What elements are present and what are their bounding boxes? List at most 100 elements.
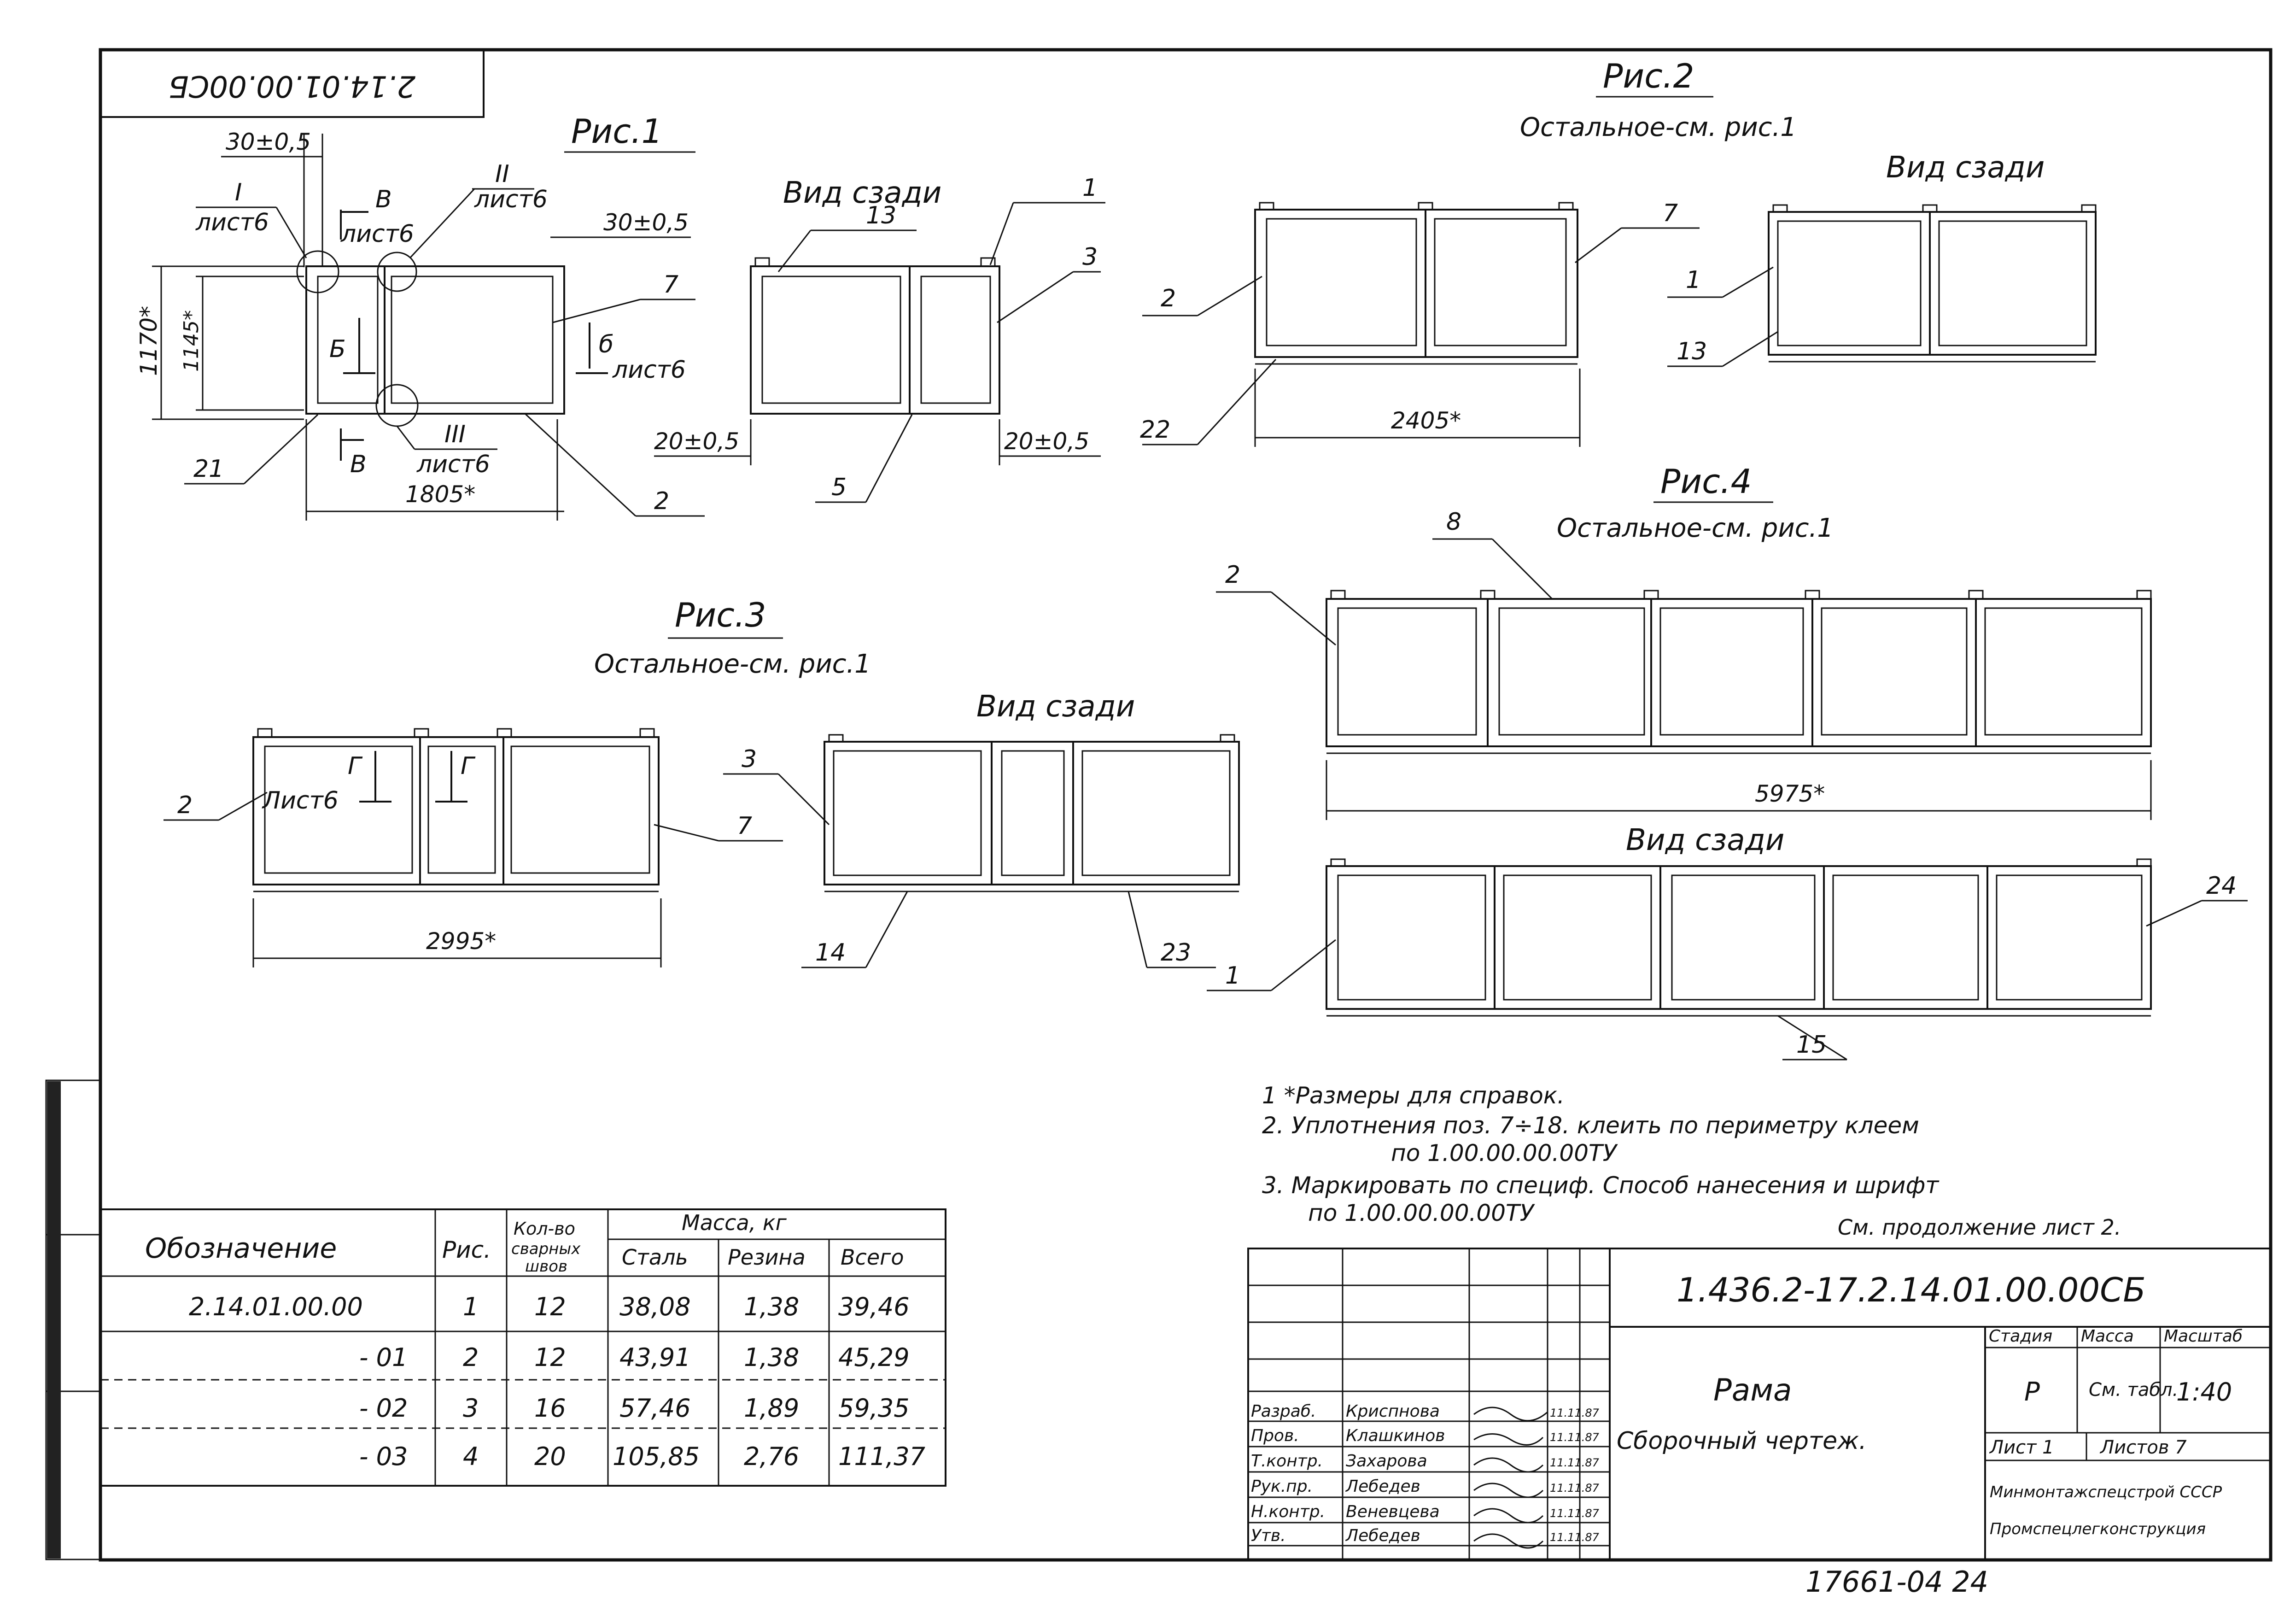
fig1-dim-0: 30±0,5: [226, 129, 311, 155]
fig3-sec-0: Лист6: [262, 787, 339, 815]
svg-text:1,38: 1,38: [744, 1343, 799, 1372]
svg-text:11.11.87: 11.11.87: [1550, 1482, 1600, 1495]
svg-text:- 03: - 03: [359, 1442, 408, 1471]
fig2-back-frame: [1768, 204, 2097, 363]
fig4-back-callout-1: 1: [1225, 962, 1240, 990]
svg-text:11.11.87: 11.11.87: [1550, 1407, 1600, 1419]
mass-label: Масса: [2081, 1327, 2134, 1346]
th-designation: Обозначение: [145, 1232, 337, 1265]
fig1-callout-2: 2: [654, 487, 669, 515]
svg-text:Утв.: Утв.: [1251, 1526, 1286, 1545]
svg-text:59,35: 59,35: [838, 1394, 910, 1423]
fig3-sec-1: Г: [348, 752, 363, 780]
th-total: Всего: [841, 1245, 904, 1270]
svg-text:Веневцева: Веневцева: [1346, 1502, 1440, 1521]
th-welds-2: сварных: [511, 1240, 581, 1258]
fig2-callout-1: 2: [1161, 285, 1176, 312]
fig1-back-callout-1: 1: [1082, 174, 1098, 202]
fig1-back-frame: [750, 257, 1000, 415]
fig2-back-callout-1: 13: [1677, 338, 1707, 365]
sheet-label: Лист 1: [1989, 1437, 2054, 1458]
fig3-back-callout-0: 3: [742, 745, 757, 773]
fig1-dim-2: 1170*: [135, 306, 162, 376]
fig2-back-callout-0: 1: [1686, 266, 1701, 294]
svg-text:43,91: 43,91: [619, 1343, 691, 1372]
svg-text:Т.контр.: Т.контр.: [1251, 1452, 1323, 1471]
fig1-sec-0: I: [235, 179, 242, 206]
note-2: 2. Уплотнения поз. 7÷18. клеить по перим…: [1262, 1112, 1919, 1139]
fig3-callout-1: 7: [737, 812, 752, 840]
svg-text:Лебедев: Лебедев: [1345, 1526, 1420, 1545]
fig1-back-title: Вид сзади: [783, 176, 941, 210]
svg-text:Разраб.: Разраб.: [1251, 1402, 1316, 1421]
fig2-back-title: Вид сзади: [1886, 151, 2045, 185]
fig1-back-dim-1: 20±0,5: [1004, 428, 1089, 455]
svg-text:- 02: - 02: [359, 1394, 408, 1423]
th-fig: Рис.: [442, 1237, 491, 1263]
svg-text:39,46: 39,46: [838, 1292, 910, 1321]
fig4-callout-0: 8: [1446, 508, 1461, 536]
org-1: Минмонтажспецстрой СССР: [1990, 1483, 2222, 1501]
table-row: 2.14.01.00.00 1 12 38,08 1,38 39,46: [189, 1292, 910, 1321]
fig4-frame: [1326, 590, 2152, 754]
doc-number: 1.436.2-17.2.14.01.00.00СБ: [1677, 1271, 2146, 1309]
th-welds-3: швов: [525, 1257, 567, 1276]
org-2: Промспецлегконструкция: [1990, 1520, 2206, 1538]
fig1-frame: [296, 250, 565, 427]
fig1-sec-7: б: [599, 331, 613, 358]
svg-text:Рук.пр.: Рук.пр.: [1251, 1477, 1313, 1496]
scale-label: Масштаб: [2164, 1327, 2243, 1346]
svg-text:- 01: - 01: [359, 1343, 408, 1372]
fig3-frame: [252, 728, 660, 892]
th-rubber: Резина: [728, 1245, 806, 1270]
signer-row: Т.контр. Захарова 11.11.87: [1251, 1452, 1600, 1471]
svg-text:45,29: 45,29: [838, 1343, 910, 1372]
fig1-sec-6: Б: [329, 335, 346, 363]
svg-text:11.11.87: 11.11.87: [1550, 1456, 1600, 1469]
fig1-sec-3: лист6: [340, 220, 414, 248]
svg-text:2,76: 2,76: [744, 1442, 799, 1471]
fig3-subtitle: Остальное-см. рис.1: [594, 649, 871, 679]
fig3-dim-0: 2995*: [426, 928, 496, 955]
fig2-callout-2: 22: [1140, 416, 1170, 444]
svg-text:4: 4: [463, 1442, 479, 1471]
svg-text:2.14.01.00.00: 2.14.01.00.00: [189, 1292, 363, 1321]
stamp-code: 2.14.01.00.00СБ: [169, 69, 415, 103]
svg-text:57,46: 57,46: [619, 1394, 691, 1423]
note-1: 1 *Размеры для справок.: [1262, 1082, 1565, 1109]
fig4-title: Рис.4: [1660, 462, 1752, 501]
fig1-sec-8: лист6: [612, 356, 686, 384]
table-row: - 03 4 20 105,85 2,76 111,37: [359, 1442, 925, 1471]
sheets-label: Листов 7: [2099, 1437, 2187, 1458]
fig3-sec-2: Г: [461, 752, 476, 780]
note-3: 3. Маркировать по специф. Способ нанесен…: [1262, 1172, 1940, 1199]
signer-row: Разраб. Криспнова 11.11.87: [1251, 1402, 1600, 1421]
svg-text:Клашкинов: Клашкинов: [1346, 1426, 1445, 1445]
mass-value: См. табл.: [2089, 1379, 2178, 1401]
doc-name-1: Рама: [1713, 1372, 1792, 1408]
fig1-back-callout-2: 3: [1082, 243, 1098, 271]
svg-text:3: 3: [463, 1394, 479, 1423]
fig2-frame: [1254, 202, 1578, 365]
fig2-callout-0: 7: [1663, 199, 1678, 227]
fig4-back-title: Вид сзади: [1626, 823, 1784, 857]
note-2b: по 1.00.00.00.00ТУ: [1391, 1140, 1618, 1166]
svg-text:11.11.87: 11.11.87: [1550, 1431, 1600, 1444]
stamp-box: [99, 49, 485, 118]
signer-row: Пров. Клашкинов 11.11.87: [1251, 1426, 1600, 1445]
title-block: [1247, 1248, 2272, 1561]
table-row: - 02 3 16 57,46 1,89 59,35: [359, 1394, 910, 1423]
signature-marks: [1473, 1407, 1548, 1549]
svg-text:1: 1: [463, 1292, 479, 1321]
doc-name-2: Сборочный чертеж.: [1617, 1427, 1867, 1455]
svg-text:Криспнова: Криспнова: [1346, 1402, 1440, 1421]
fig1-sec-2: В: [375, 186, 392, 213]
th-welds-1: Кол-во: [514, 1219, 575, 1239]
fig1-dim-3: 1145*: [180, 310, 203, 372]
svg-text:111,37: 111,37: [838, 1442, 925, 1471]
svg-text:105,85: 105,85: [613, 1442, 700, 1471]
svg-text:1,38: 1,38: [744, 1292, 799, 1321]
fig1-sec-1: лист6: [195, 209, 269, 236]
fig1-sec-11: В: [350, 451, 367, 478]
